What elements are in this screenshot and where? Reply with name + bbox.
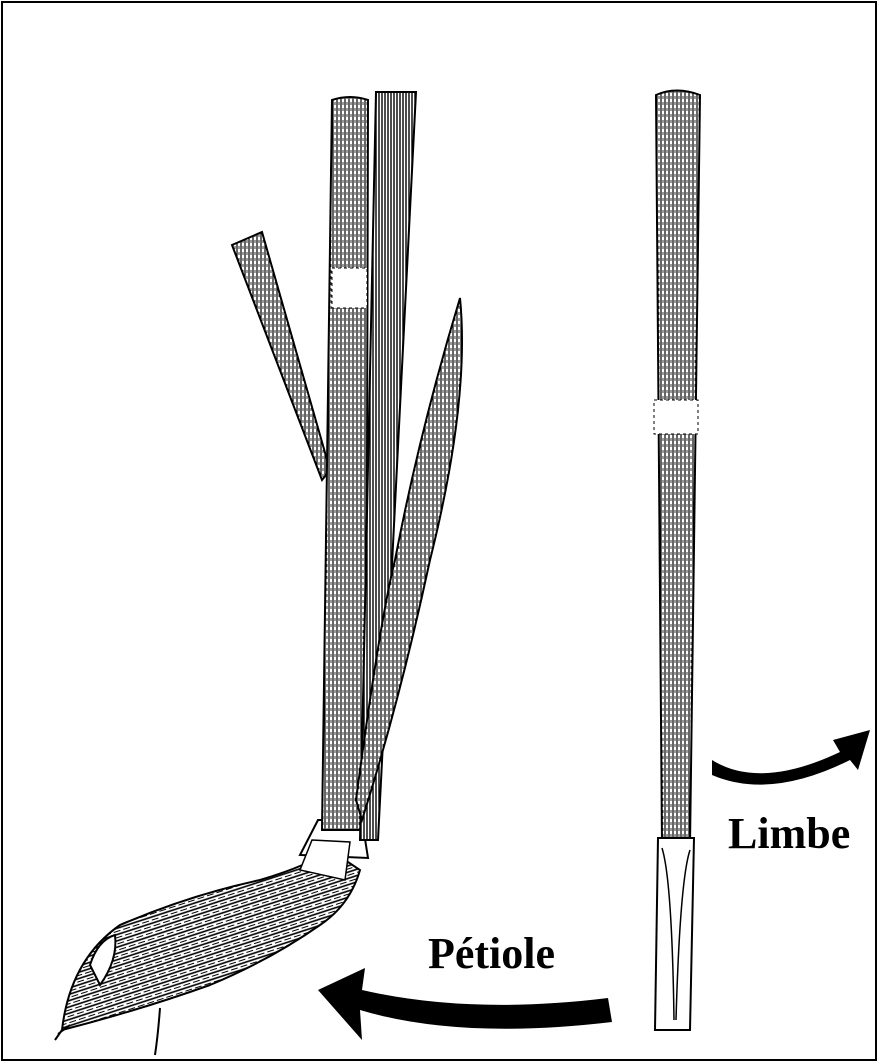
plant-base [55, 820, 368, 1055]
label-limbe: Limbe [728, 812, 850, 856]
plant-stalks [232, 92, 462, 840]
limbe-arrow [712, 730, 870, 785]
label-petiole: Pétiole [428, 932, 555, 976]
petiole-arrow [318, 968, 612, 1040]
single-leaf [654, 91, 700, 1031]
